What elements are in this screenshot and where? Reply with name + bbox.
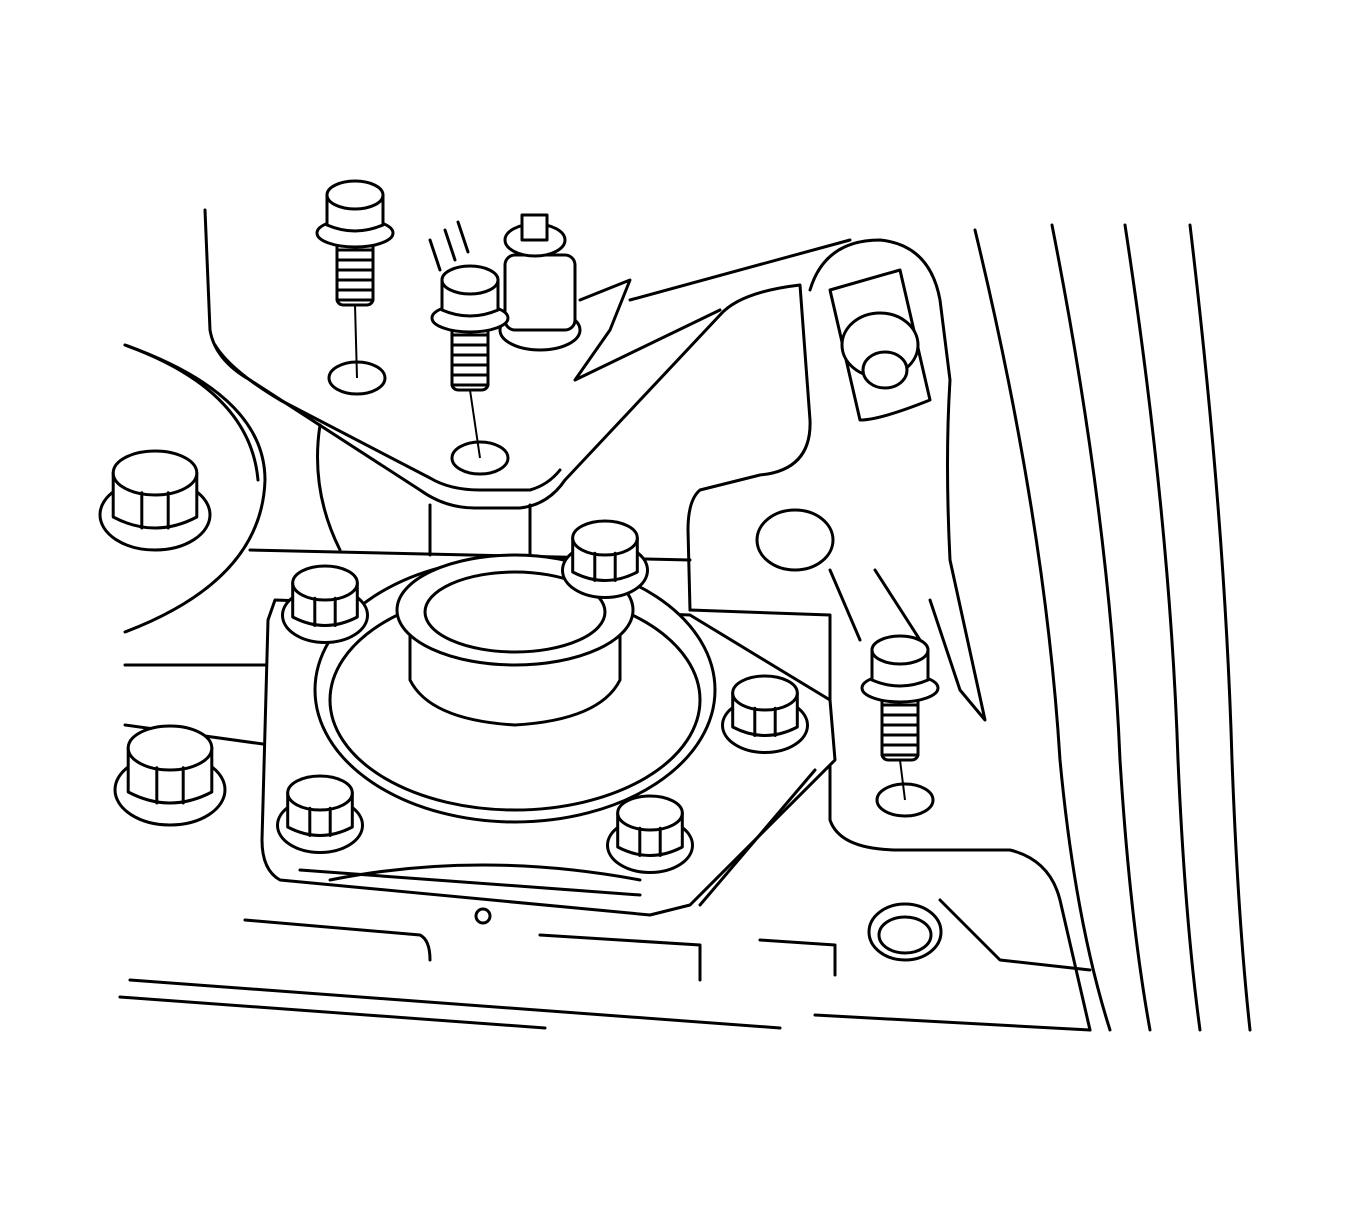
mount-bolt-head	[721, 674, 809, 754]
wheel-arcs	[973, 223, 1252, 1032]
lower-hole	[867, 902, 943, 962]
mount-bolt-head	[561, 519, 649, 599]
hex-nut-upper-left	[98, 449, 212, 552]
mount-bolt-head	[281, 564, 369, 644]
pivot-pin	[828, 268, 932, 422]
mount-bolt-head	[606, 794, 694, 874]
left-disc	[123, 343, 267, 634]
mount-bolt-head	[276, 774, 364, 854]
bolt-upper-center	[430, 264, 510, 476]
chassis-lines	[118, 548, 1092, 1032]
hex-nut-lower-left	[113, 724, 227, 827]
right-bracket	[808, 238, 987, 722]
bracket-hole	[755, 508, 835, 572]
motion-lines	[428, 220, 470, 272]
bolt-upper-left	[315, 179, 395, 396]
stud-nut	[498, 213, 582, 352]
bolt-right	[860, 634, 940, 818]
